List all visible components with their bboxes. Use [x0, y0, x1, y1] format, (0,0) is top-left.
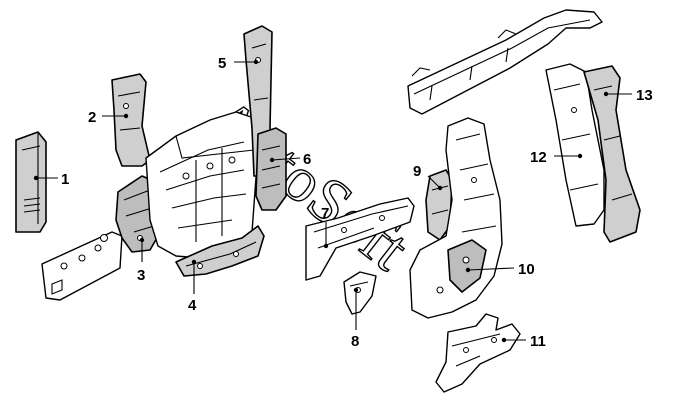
part-10[interactable] [409, 117, 503, 319]
callout-12: 12 [530, 149, 547, 166]
part-13[interactable] [583, 65, 641, 243]
part-lower-left-panel[interactable] [41, 231, 123, 301]
leader-dots [33, 59, 609, 343]
callout-6: 6 [303, 151, 311, 168]
part-11[interactable] [435, 313, 521, 393]
part-8[interactable] [343, 271, 377, 315]
part-1[interactable] [15, 131, 47, 233]
part-9[interactable] [425, 169, 453, 241]
callout-5: 5 [218, 55, 226, 72]
part-12[interactable] [545, 63, 605, 227]
part-roof-rail[interactable] [407, 9, 603, 115]
callout-8: 8 [351, 333, 359, 350]
callout-13: 13 [636, 87, 653, 104]
part-4[interactable] [175, 225, 265, 277]
callout-1: 1 [61, 171, 69, 188]
part-2[interactable] [111, 73, 151, 167]
callout-10: 10 [518, 261, 535, 278]
callout-7: 7 [321, 205, 329, 222]
callout-3: 3 [137, 267, 145, 284]
callout-11: 11 [530, 333, 546, 350]
part-6[interactable] [255, 127, 287, 211]
callout-2: 2 [88, 109, 96, 126]
callout-9: 9 [413, 163, 421, 180]
part-body-side-assembly[interactable] [145, 111, 259, 259]
callout-labels: 1 2 3 4 5 6 7 8 9 10 11 12 13 [61, 55, 653, 350]
leader-lines [36, 61, 632, 341]
callout-4: 4 [188, 297, 197, 314]
